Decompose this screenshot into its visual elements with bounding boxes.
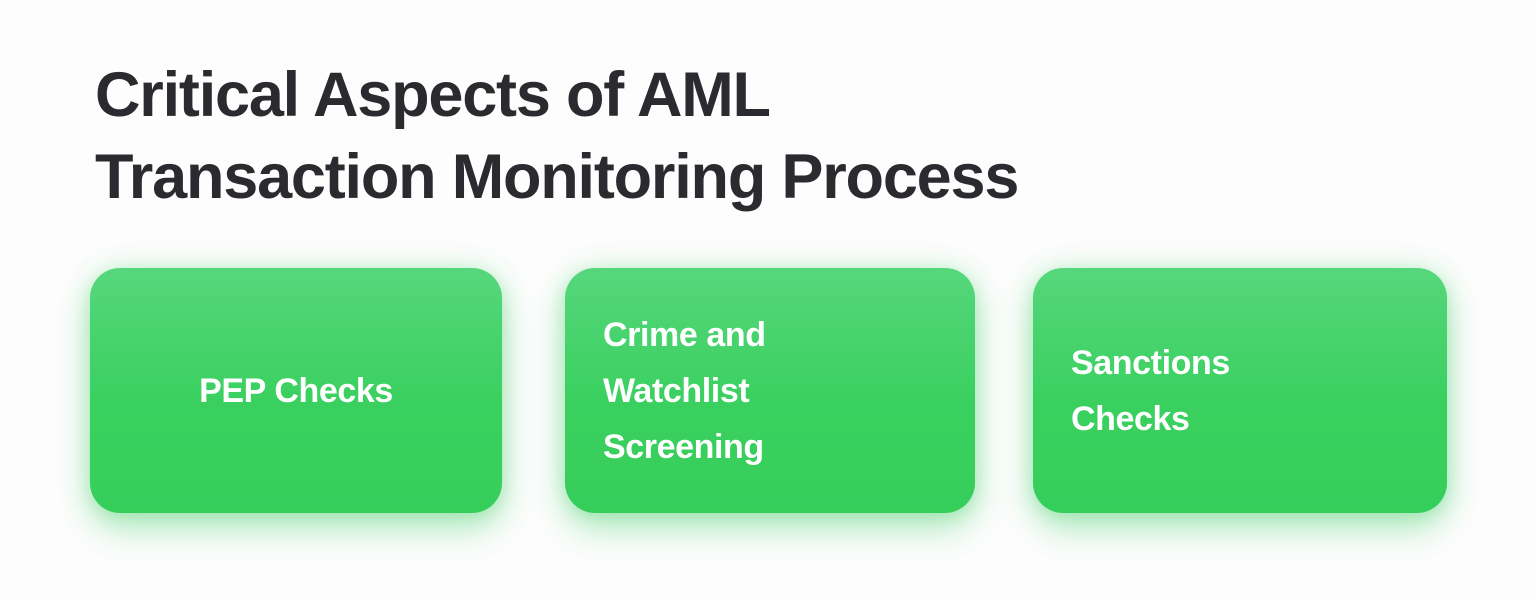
card-label: PEP Checks — [199, 371, 393, 410]
card-pep-checks[interactable]: PEP Checks — [90, 268, 502, 513]
card-row: PEP Checks Crime and Watchlist Screening… — [90, 268, 1450, 513]
page-title: Critical Aspects of AML Transaction Moni… — [95, 60, 1019, 212]
card-sanctions-checks[interactable]: Sanctions Checks — [1033, 268, 1447, 513]
title-block: Critical Aspects of AML Transaction Moni… — [95, 54, 1375, 218]
card-label: Crime and Watchlist Screening — [603, 315, 766, 466]
card-crime-and-watchlist-screening[interactable]: Crime and Watchlist Screening — [565, 268, 975, 513]
card-label: Sanctions Checks — [1071, 343, 1230, 438]
